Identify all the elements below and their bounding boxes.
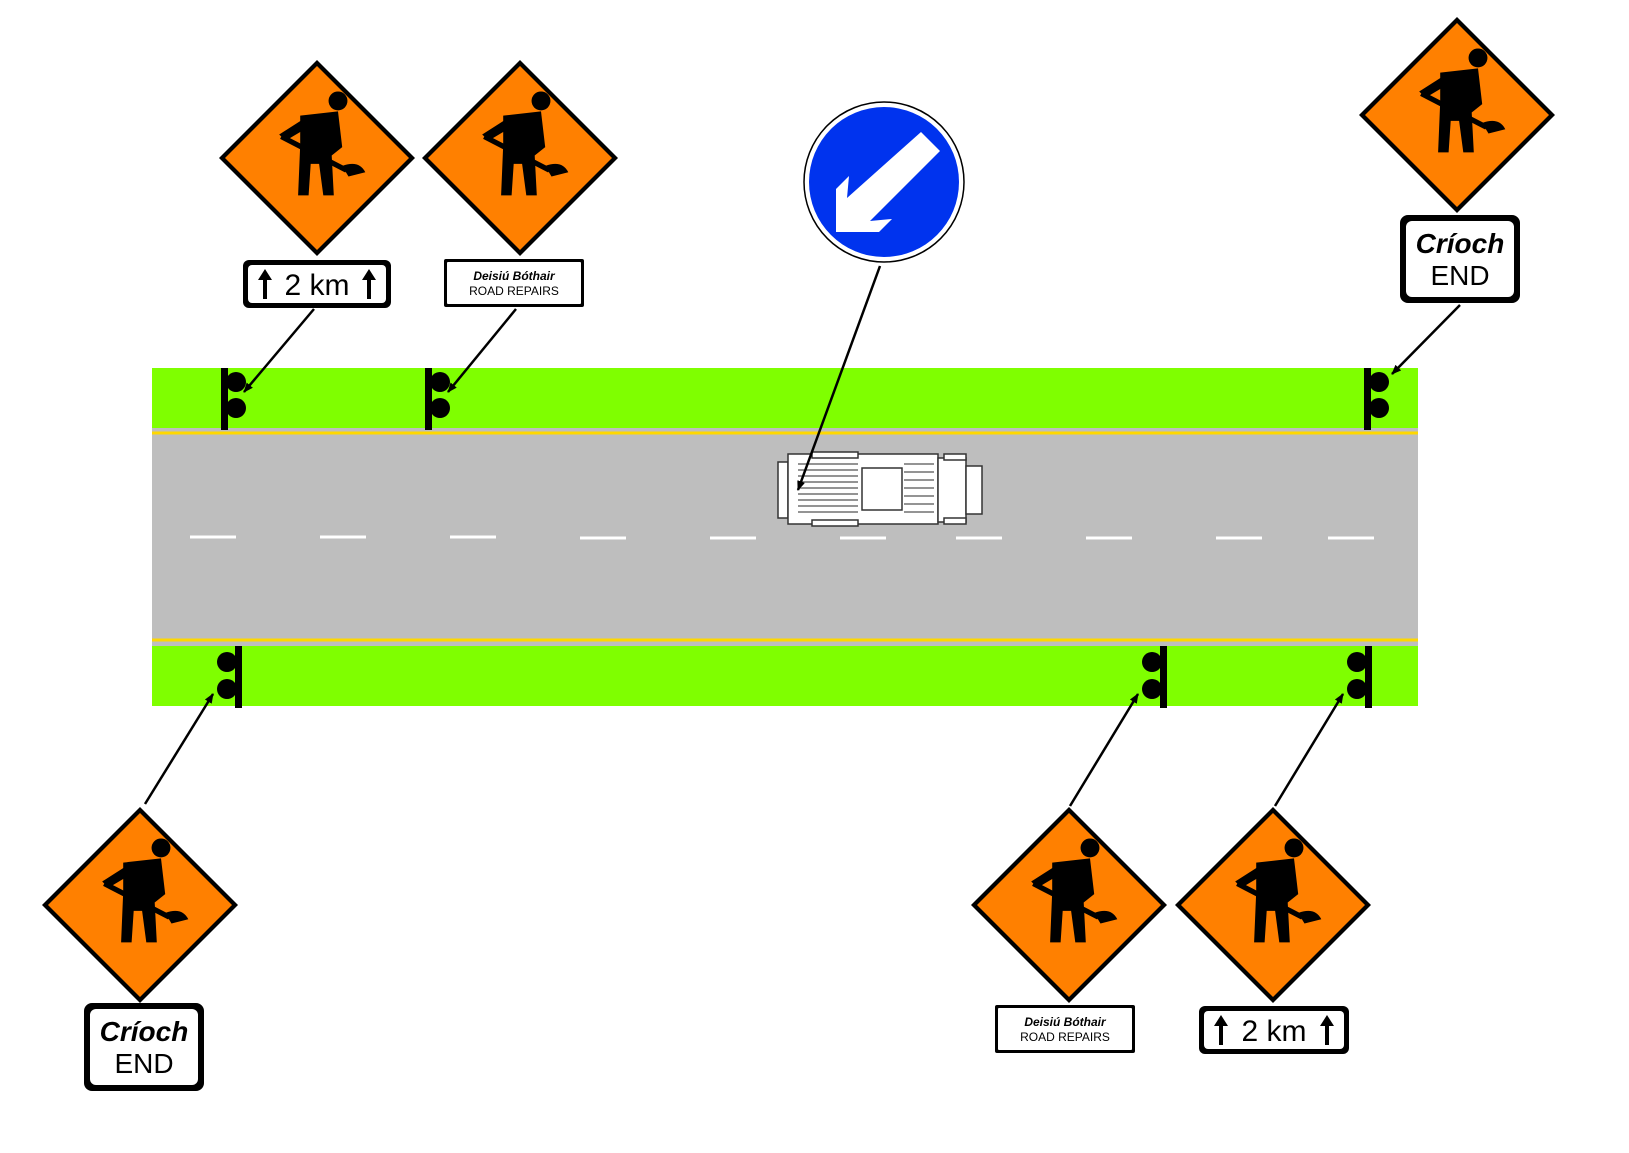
road-repairs-english: ROAD REPAIRS bbox=[1020, 1030, 1110, 1044]
distance-label: 2 km bbox=[1241, 1015, 1306, 1048]
end-plate: Críoch END bbox=[1400, 215, 1520, 303]
roadworks-worker-sign-icon bbox=[1175, 807, 1371, 1003]
truck-icon bbox=[777, 451, 983, 527]
road-repairs-irish: Deisiú Bóthair bbox=[473, 269, 556, 283]
roadworks-worker-sign-icon bbox=[1359, 17, 1555, 213]
roadworks-worker-sign-icon bbox=[971, 807, 1167, 1003]
distance-plate: 2 km bbox=[243, 260, 391, 308]
end-irish: Críoch bbox=[100, 1016, 189, 1047]
road-repairs-plate: Deisiú Bóthair ROAD REPAIRS bbox=[444, 259, 584, 307]
end-plate: Críoch END bbox=[84, 1003, 204, 1091]
road-repairs-plate: Deisiú Bóthair ROAD REPAIRS bbox=[995, 1005, 1135, 1053]
roadworks-worker-sign-icon bbox=[422, 60, 618, 256]
end-irish: Críoch bbox=[1416, 228, 1505, 259]
distance-label: 2 km bbox=[284, 269, 349, 302]
upper-verge bbox=[152, 368, 1418, 428]
keep-left-sign bbox=[803, 101, 965, 263]
carriageway bbox=[152, 430, 1418, 638]
leader-arrows bbox=[143, 265, 1461, 807]
roadworks-worker-sign-icon bbox=[219, 60, 415, 256]
end-english: END bbox=[1430, 260, 1489, 291]
roadworks-worker-sign-icon bbox=[42, 807, 238, 1003]
road-repairs-irish: Deisiú Bóthair bbox=[1024, 1015, 1107, 1029]
end-english: END bbox=[114, 1048, 173, 1079]
lane-markings bbox=[190, 535, 1374, 540]
road-repairs-english: ROAD REPAIRS bbox=[469, 284, 559, 298]
lower-verge bbox=[152, 646, 1418, 706]
arrow-down-left-icon bbox=[836, 132, 940, 232]
distance-plate: 2 km bbox=[1199, 1006, 1349, 1054]
